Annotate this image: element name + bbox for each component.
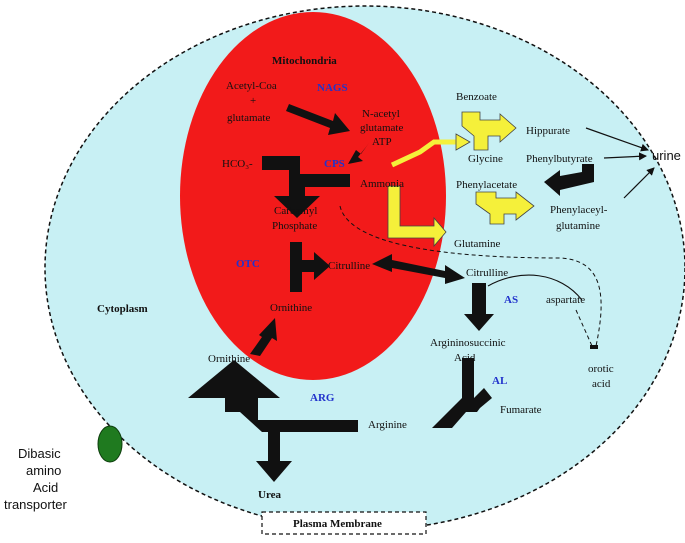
phenylbutyrate-label: Phenylbutyrate <box>526 153 593 165</box>
orotic-label-2: acid <box>592 378 611 390</box>
arg-label: ARG <box>310 392 335 404</box>
aspartate-label: aspartate <box>546 294 585 306</box>
arrow-phenylacetate-phenylacetylglutamine <box>475 191 535 225</box>
nags-label: NAGS <box>317 82 348 94</box>
line-phenylbutyrate-urine <box>603 152 647 161</box>
as-label: AS <box>504 294 518 306</box>
line-carbamyl-orotic <box>339 205 602 347</box>
transporter-icon <box>97 425 123 463</box>
n-acetyl-glutamate-label: glutamate <box>360 122 403 134</box>
argininosuccinic-label-2: Acid <box>454 352 476 364</box>
phosphate-label: Phosphate <box>272 220 317 232</box>
n-acetyl-label: N-acetyl <box>362 108 400 120</box>
arrow-ammonia-glycine-head <box>455 133 471 151</box>
arrow-arg <box>188 360 358 482</box>
plasma-membrane-label: Plasma Membrane <box>293 518 382 530</box>
ornithine-cyto-label: Ornithine <box>208 353 250 365</box>
glutamine-label: Glutamine <box>454 238 501 250</box>
glycine-label: Glycine <box>468 153 503 165</box>
arrow-cps <box>262 156 350 218</box>
transporter-label-1: Dibasic <box>18 446 61 461</box>
arginine-label: Arginine <box>368 419 407 431</box>
hco3-label: HCO₃- <box>222 158 253 170</box>
arrow-nag-to-cps <box>348 143 369 164</box>
argininosuccinic-label-1: Argininosuccinic <box>430 337 506 349</box>
line-phenylacetylglutamine-urine <box>623 167 655 199</box>
arrow-ammonia-glycine <box>390 139 458 168</box>
orotic-label-1: orotic <box>588 363 614 375</box>
arrow-al <box>432 358 492 428</box>
citrulline-mito-label: Citrulline <box>328 260 370 272</box>
arrow-nags <box>286 104 350 135</box>
ammonia-label: Ammonia <box>360 178 404 190</box>
carbamyl-label: Carbamyl <box>274 205 317 217</box>
fumarate-label: Fumarate <box>500 404 542 416</box>
benzoate-label: Benzoate <box>456 91 497 103</box>
arrow-ornithine-transport <box>250 318 277 356</box>
line-aspartate <box>487 274 583 301</box>
acetyl-coa-label: Acetyl-Coa <box>226 80 277 92</box>
glutamate-label: glutamate <box>227 112 270 124</box>
arrow-ammonia-glutamine <box>387 185 447 248</box>
arrow-benzoate-hippurate <box>461 111 517 151</box>
citrulline-cyto-label: Citrulline <box>466 267 508 279</box>
cytoplasm-label: Cytoplasm <box>97 303 148 315</box>
atp-label: ATP <box>372 136 392 148</box>
cps-label: CPS <box>324 158 345 170</box>
urine-label: urine <box>652 148 681 163</box>
arrow-citrulline-transport <box>372 254 465 284</box>
phenylacetate-label: Phenylacetate <box>456 179 517 191</box>
orotic-bar-icon <box>590 345 598 349</box>
ornithine-mito-label: Ornithine <box>270 302 312 314</box>
phenylacetylglutamine-label-1: Phenylaceyl- <box>550 204 608 216</box>
arrow-phenylbutyrate <box>544 164 594 196</box>
line-hippurate-urine <box>585 127 649 152</box>
al-label: AL <box>492 375 507 387</box>
transporter-label-2: amino <box>26 463 61 478</box>
plasma-membrane-box <box>261 511 427 535</box>
arrow-otc <box>290 242 330 292</box>
transporter-label-3: Acid <box>33 480 58 495</box>
otc-label: OTC <box>236 258 260 270</box>
transporter-label-4: transporter <box>4 497 68 512</box>
mitochondria-label: Mitochondria <box>272 55 337 67</box>
plus-label: + <box>250 95 256 107</box>
hippurate-label: Hippurate <box>526 125 570 137</box>
urea-label: Urea <box>258 489 282 501</box>
phenylacetylglutamine-label-2: glutamine <box>556 220 600 232</box>
arrow-as <box>464 283 494 331</box>
